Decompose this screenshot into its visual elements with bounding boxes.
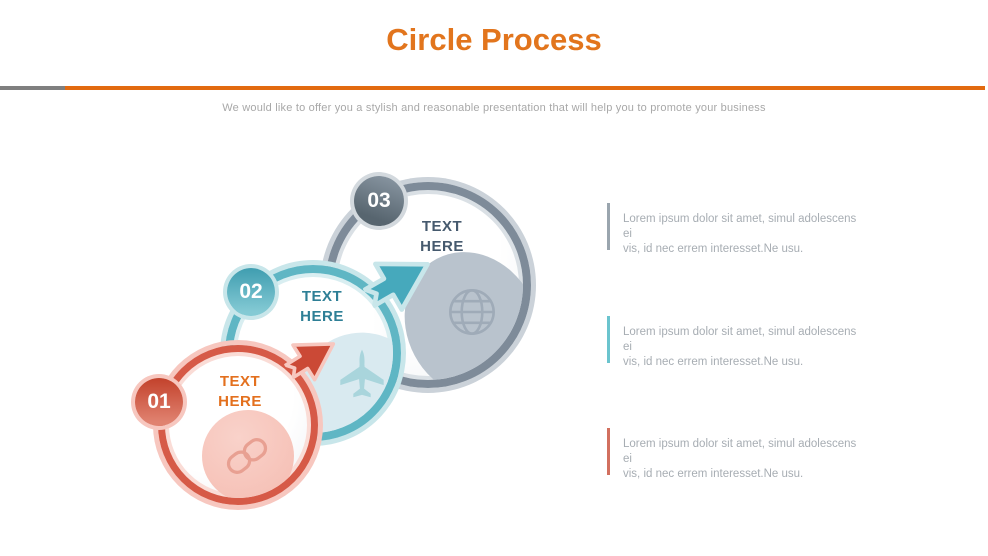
note-3-text: Lorem ipsum dolor sit amet, simul adoles… xyxy=(623,438,857,480)
note-1-accent-bar xyxy=(607,203,610,250)
circle-2-interior xyxy=(233,273,393,433)
note-1-text: Lorem ipsum dolor sit amet, simul adoles… xyxy=(623,213,857,255)
circle-3-interior xyxy=(333,190,523,380)
note-item-2[interactable]: Lorem ipsum dolor sit amet, simul adoles… xyxy=(607,316,867,370)
plane-icon xyxy=(340,349,384,398)
circle-1-number-badge[interactable]: 01 xyxy=(135,378,183,426)
circle-1-interior xyxy=(165,352,311,498)
note-item-1[interactable]: Lorem ipsum dolor sit amet, simul adoles… xyxy=(607,203,867,257)
note-2-text: Lorem ipsum dolor sit amet, simul adoles… xyxy=(623,326,857,368)
divider-gray-segment xyxy=(0,86,65,90)
note-2-accent-bar xyxy=(607,316,610,363)
circle-2-number-badge[interactable]: 02 xyxy=(227,268,275,316)
process-circle-1[interactable] xyxy=(158,345,318,505)
link-icon xyxy=(226,438,268,474)
note-item-3[interactable]: Lorem ipsum dolor sit amet, simul adoles… xyxy=(607,428,867,482)
divider-orange-segment xyxy=(65,86,985,90)
globe-icon xyxy=(449,289,495,335)
teal-arrow-icon xyxy=(362,261,430,312)
page-title: Circle Process xyxy=(386,22,602,57)
circle-1-label[interactable]: TEXT HERE xyxy=(218,373,262,410)
slide-subtitle: We would like to offer you a stylish and… xyxy=(222,102,766,114)
note-3-accent-bar xyxy=(607,428,610,475)
circle-3-number-badge[interactable]: 03 xyxy=(354,176,404,226)
red-arrow-icon xyxy=(283,342,336,382)
circle-3-label[interactable]: TEXT HERE xyxy=(420,218,464,255)
circle-2-label[interactable]: TEXT HERE xyxy=(300,288,344,325)
